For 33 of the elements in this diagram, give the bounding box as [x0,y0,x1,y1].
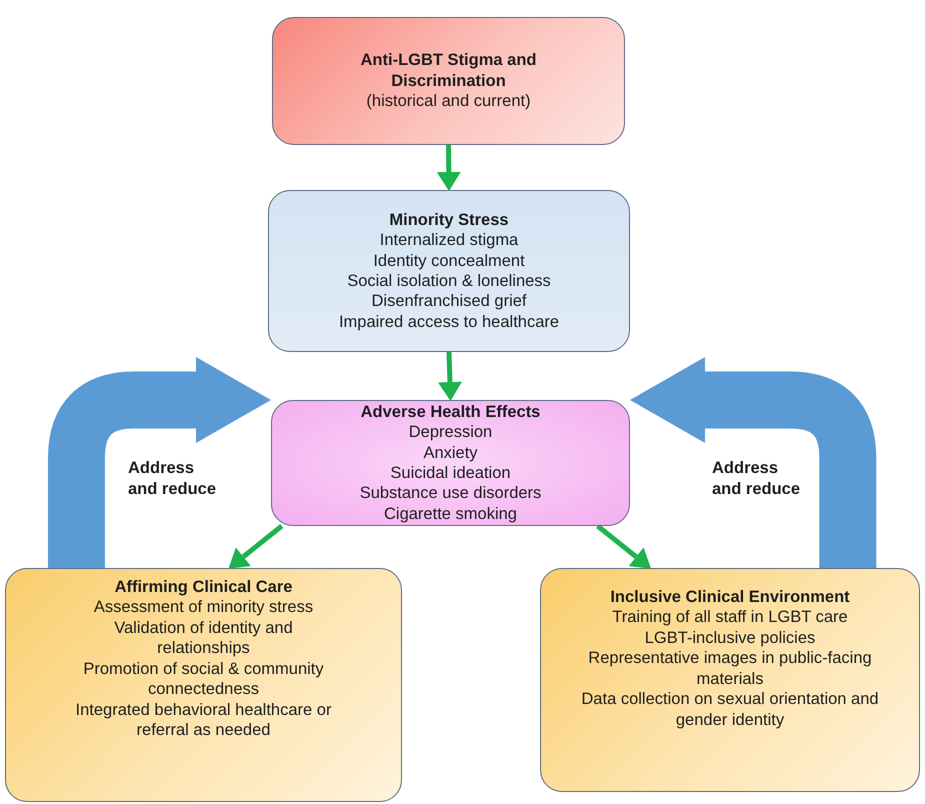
box-text: Disenfranchised grief [372,291,526,312]
box-text: Impaired access to healthcare [338,312,560,332]
box-heading: Anti-LGBT Stigma and Discrimination [360,50,538,92]
box-text: Validation of identity and relationships [113,618,294,659]
box-text: Identity concealment [373,250,525,271]
box-text: Representative images in public-facing materials [587,648,873,690]
box-text: Internalized stigma [380,230,518,251]
process-box [271,400,630,526]
process-box [272,17,625,145]
box-heading: Adverse Health Effects [360,402,540,422]
process-box [268,190,630,352]
box-text: (historical and current) [366,91,531,112]
process-box [540,568,920,792]
box-text: Training of all staff in LGBT care [612,607,848,628]
arrow [228,524,284,569]
box-text: Assessment of minority stress [94,597,314,618]
box-text: Anxiety [423,442,478,463]
box-heading: Affirming Clinical Care [114,577,292,598]
box-text: Promotion of social & community connectedness [82,658,325,700]
arrow [438,352,462,401]
box-text: LGBT-inclusive policies [644,628,816,648]
process-box [5,568,402,802]
arrow [436,144,461,191]
box-text: Substance use disorders [360,483,542,504]
box-text: Depression [408,422,492,443]
box-text: Suicidal ideation [390,463,511,484]
box-heading: Minority Stress [389,210,509,230]
box-text: Data collection on sexual orientation and gender identity [580,689,880,730]
box-text: Social isolation & loneliness [347,271,551,292]
box-heading: Inclusive Clinical Environment [610,587,850,608]
box-text: Integrated behavioral healthcare or referral as needed [74,700,332,741]
arrow [596,524,651,569]
box-text: Cigarette smoking [384,504,517,524]
